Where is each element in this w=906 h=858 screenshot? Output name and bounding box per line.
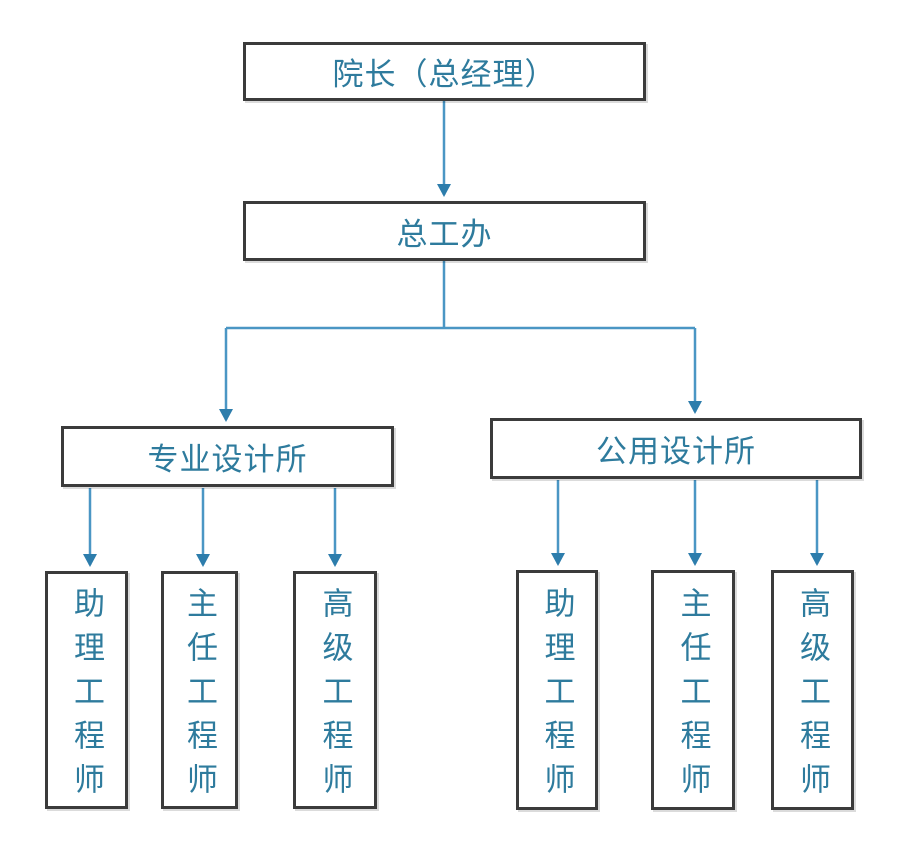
node-label: 高级工程师 [795, 586, 830, 807]
node-label: 助理工程师 [69, 586, 104, 807]
node-director-general-manager: 院长（总经理） [243, 42, 646, 101]
node-public-design-institute: 公用设计所 [490, 418, 862, 479]
node-label: 主任工程师 [182, 586, 217, 807]
node-right-chief-engineer: 主任工程师 [651, 570, 735, 810]
node-chief-engineer-office: 总工办 [243, 201, 646, 261]
node-label: 高级工程师 [317, 586, 353, 807]
node-left-assistant-engineer: 助理工程师 [45, 571, 128, 809]
node-label: 主任工程师 [675, 586, 711, 807]
node-label: 助理工程师 [539, 586, 575, 807]
node-right-senior-engineer: 高级工程师 [771, 570, 854, 810]
node-left-senior-engineer: 高级工程师 [293, 571, 377, 809]
node-professional-design-institute: 专业设计所 [61, 426, 394, 487]
node-right-assistant-engineer: 助理工程师 [516, 570, 598, 810]
node-left-chief-engineer: 主任工程师 [161, 571, 238, 809]
